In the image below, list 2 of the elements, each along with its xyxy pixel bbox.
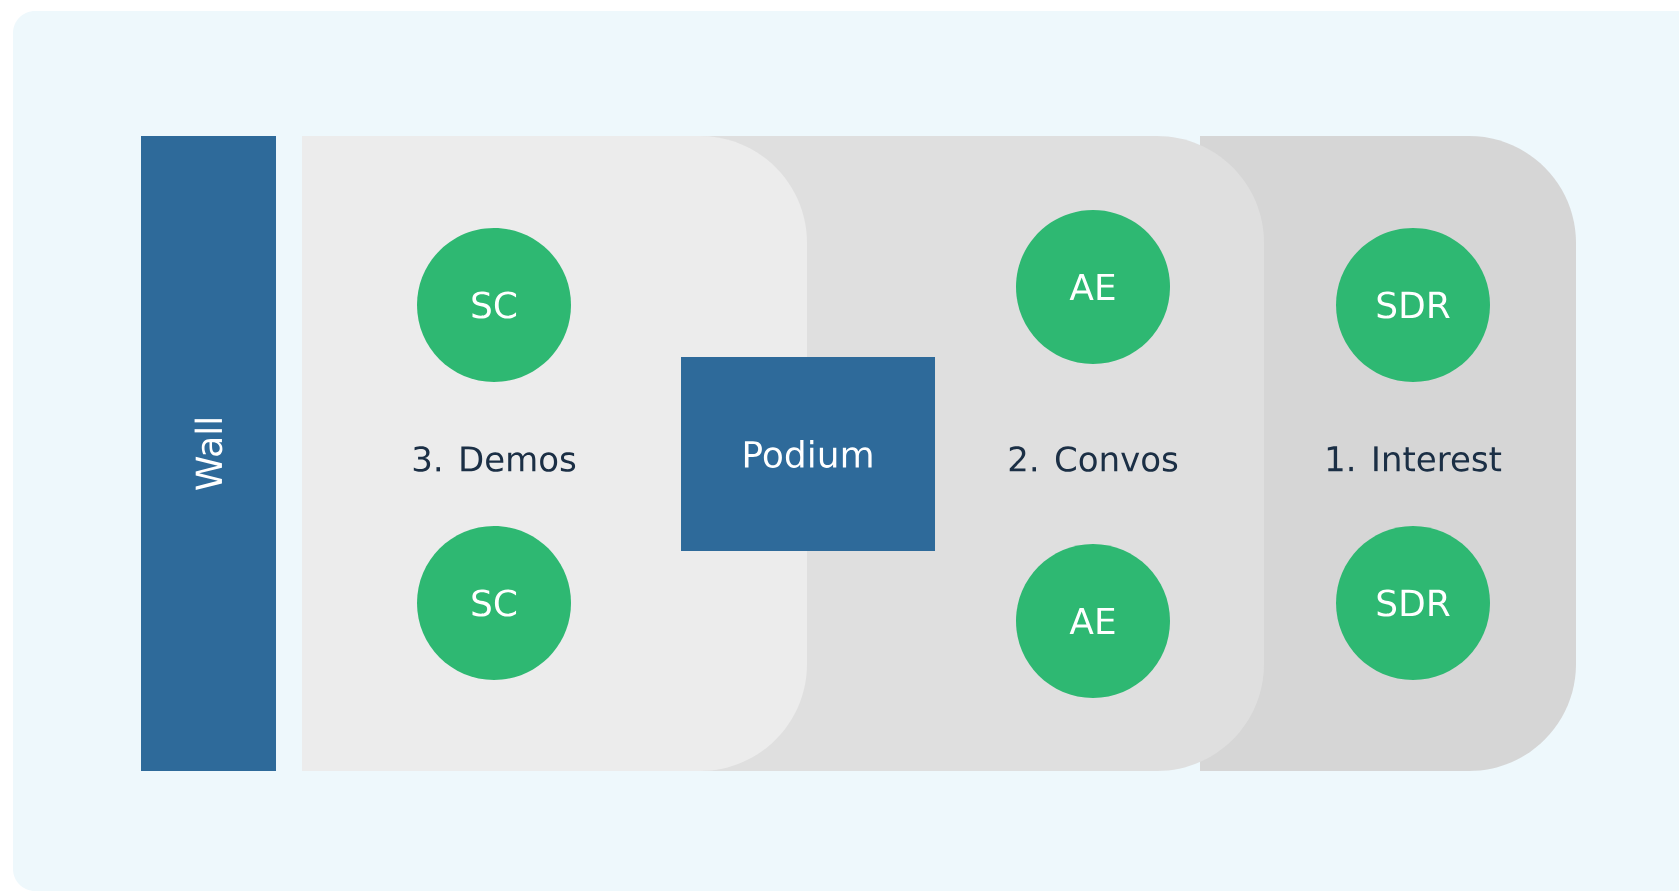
- wall-block: Wall: [141, 136, 276, 771]
- podium-box: Podium: [681, 357, 935, 551]
